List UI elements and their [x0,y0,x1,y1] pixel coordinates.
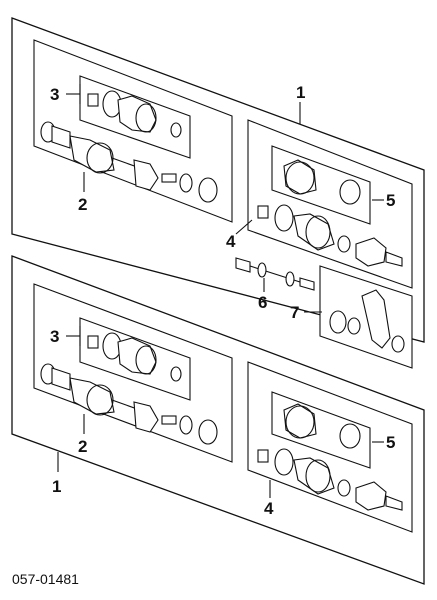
housing-spline-icon [385,251,403,267]
clamp-icon [87,335,99,349]
boot-rim-icon [305,215,331,249]
seal-icon [347,317,361,335]
boot-icon [293,457,335,495]
upper-boot-kit-5-parts [283,159,361,205]
upper-bearing-kit-parts [329,289,405,353]
lower-outer-joint-parts [40,363,218,445]
upper-shaft-parts [235,257,315,291]
cv-joint-icon [69,135,115,173]
callout-5-lower: 5 [386,433,395,452]
shaft-ring-icon [257,262,267,278]
clamp-ring-icon [339,423,361,449]
shaft-spline-icon [299,277,315,291]
clamp-icon [87,93,99,107]
clamp-icon [257,449,269,463]
boot-icon [283,159,317,195]
snap-ring-icon [337,235,351,253]
callout-2-lower: 2 [78,437,87,456]
washer-icon [179,173,193,193]
lower-assembly: 3 2 5 4 1 [11,255,425,585]
bushing-icon [391,335,405,353]
upper-outer-joint-parts [40,121,218,203]
clamp-icon [257,205,269,219]
clamp-band-icon [198,177,218,203]
callout-5-upper: 5 [386,191,395,210]
ring-icon [170,366,182,382]
callout-6-upper: 6 [258,293,267,312]
part-code-label: 057-01481 [12,571,79,587]
upper-boot-kit-parts [87,90,182,138]
snap-ring-icon [337,479,351,497]
clamp-ring-icon [339,179,361,205]
boot-small-icon [133,159,159,191]
ring-icon [170,122,182,138]
callout-2-upper: 2 [78,195,87,214]
clamp-band-icon [198,419,218,445]
upper-assembly: 3 2 1 5 4 6 7 [11,17,425,369]
stub-icon [51,367,71,391]
clamp-ring-icon [274,204,294,232]
shaft-ring-icon [285,271,295,287]
lower-boot-kit-5-parts [283,403,361,449]
callout-7-upper: 7 [290,303,299,322]
callout-1-lower: 1 [52,477,61,496]
spacer-icon [161,173,177,183]
upper-inner-joint-parts [257,204,403,267]
boot-rim-icon [135,345,157,375]
lower-boot-kit-parts [87,332,182,382]
washer-icon [179,415,193,435]
upper-bearing-kit-box [319,265,413,369]
housing-spline-icon [385,495,403,511]
callout-4-lower: 4 [264,499,274,518]
boot-rim-icon [305,459,331,493]
bearing-icon [329,310,347,334]
callout-3-upper: 3 [50,85,59,104]
callout-3-lower: 3 [50,327,59,346]
cv-joint-icon [69,377,115,415]
boot-small-icon [133,401,159,433]
clamp-ring-icon [274,448,294,476]
boot-icon [283,403,317,439]
boot-rim-icon [135,103,157,133]
tripod-housing-icon [355,237,387,267]
boot-icon [293,213,335,251]
tripod-housing-icon [355,481,387,511]
lower-leader-lines [57,326,384,498]
boot-rim-icon [285,161,315,195]
boot-rim-icon [285,405,315,439]
shaft-spline-icon [235,257,251,273]
stub-icon [51,125,71,149]
boot-icon [117,95,157,133]
spacer-icon [161,415,177,425]
upper-leader-lines [66,84,384,313]
callout-4-upper: 4 [226,232,236,251]
bracket-icon [361,289,391,349]
boot-icon [117,337,157,375]
callout-1-upper: 1 [296,83,305,102]
lower-inner-joint-parts [257,448,403,511]
